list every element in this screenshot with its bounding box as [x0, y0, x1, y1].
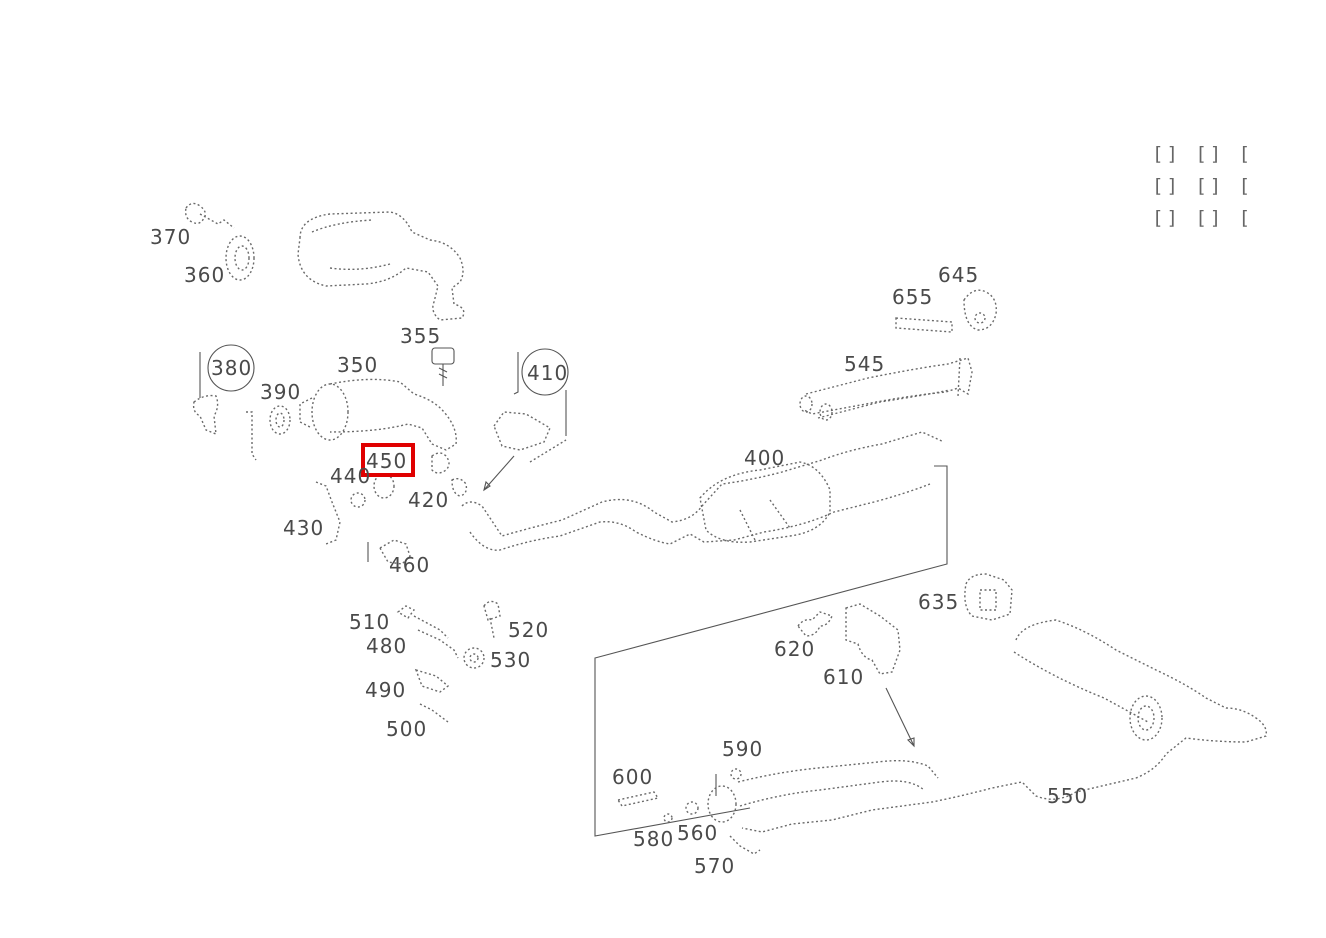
part-label-510[interactable]: 510	[349, 610, 390, 634]
part-410-callout-illustration	[483, 348, 569, 492]
part-480-illustration	[417, 629, 459, 659]
part-label-530[interactable]: 530	[490, 648, 531, 672]
part-390-gasket-illustration	[269, 405, 291, 435]
part-label-500[interactable]: 500	[386, 717, 427, 741]
part-label-645[interactable]: 645	[938, 263, 979, 287]
part-label-440[interactable]: 440	[330, 464, 371, 488]
part-440-illustration	[350, 473, 395, 508]
part-420-illustration	[431, 452, 468, 497]
part-label-600[interactable]: 600	[612, 765, 653, 789]
part-label-400[interactable]: 400	[744, 446, 785, 470]
part-label-380[interactable]: 380	[211, 356, 252, 380]
part-label-370[interactable]: 370	[150, 225, 191, 249]
part-635-illustration	[964, 573, 1013, 621]
part-label-590[interactable]: 590	[722, 737, 763, 761]
part-label-520[interactable]: 520	[508, 618, 549, 642]
part-label-635[interactable]: 635	[918, 590, 959, 614]
part-530-illustration	[463, 647, 485, 669]
part-510-illustration	[396, 605, 449, 639]
selected-part-highlight	[361, 443, 415, 477]
part-label-360[interactable]: 360	[184, 263, 225, 287]
part-label-620[interactable]: 620	[774, 637, 815, 661]
part-label-550[interactable]: 550	[1047, 784, 1088, 808]
part-360-illustration	[225, 235, 255, 281]
part-600-illustration	[616, 791, 660, 807]
part-label-410[interactable]: 410	[527, 361, 568, 385]
part-645-illustration	[963, 289, 997, 331]
part-620-illustration	[797, 611, 833, 637]
part-label-610[interactable]: 610	[823, 665, 864, 689]
part-label-545[interactable]: 545	[844, 352, 885, 376]
part-610-illustration	[845, 603, 915, 748]
part-label-560[interactable]: 560	[677, 821, 718, 845]
part-550-illustration	[737, 619, 1267, 833]
part-label-350[interactable]: 350	[337, 353, 378, 377]
part-label-570[interactable]: 570	[694, 854, 735, 878]
part-labels: 370 360 355 350 380 390 410 450 440 420 …	[150, 225, 1088, 878]
part-label-430[interactable]: 430	[283, 516, 324, 540]
part-label-460[interactable]: 460	[389, 553, 430, 577]
part-355-illustration	[431, 347, 455, 386]
part-380-bracket-illustration	[192, 344, 257, 461]
part-370-illustration	[184, 202, 235, 229]
part-label-355[interactable]: 355	[400, 324, 441, 348]
part-label-420[interactable]: 420	[408, 488, 449, 512]
part-490-illustration	[414, 668, 450, 693]
part-655-illustration	[895, 317, 953, 333]
part-label-480[interactable]: 480	[366, 634, 407, 658]
part-label-655[interactable]: 655	[892, 285, 933, 309]
diagram-code-line: [] [] [	[1152, 143, 1254, 165]
part-label-580[interactable]: 580	[633, 827, 674, 851]
part-590-illustration	[715, 768, 742, 796]
part-label-390[interactable]: 390	[260, 380, 301, 404]
part-570-illustration	[729, 835, 761, 855]
front-pipe-illustration	[297, 211, 465, 321]
part-545-illustration	[799, 357, 973, 421]
part-label-490[interactable]: 490	[365, 678, 406, 702]
part-560-illustration	[685, 785, 737, 823]
diagram-code-line: [] [] [	[1152, 175, 1254, 197]
part-580-illustration	[663, 813, 673, 823]
part-460-illustration	[367, 539, 411, 565]
part-520-illustration	[483, 600, 501, 639]
mid-pipe-400-illustration	[461, 431, 945, 551]
part-label-450[interactable]: 450	[366, 449, 407, 473]
diagram-code-line: [] [] [	[1152, 207, 1254, 229]
part-350-illustration	[299, 378, 457, 451]
section-connector-lines	[594, 465, 948, 837]
diagram-code-block: [] [] [ [] [] [ [] [] [	[1152, 138, 1272, 234]
